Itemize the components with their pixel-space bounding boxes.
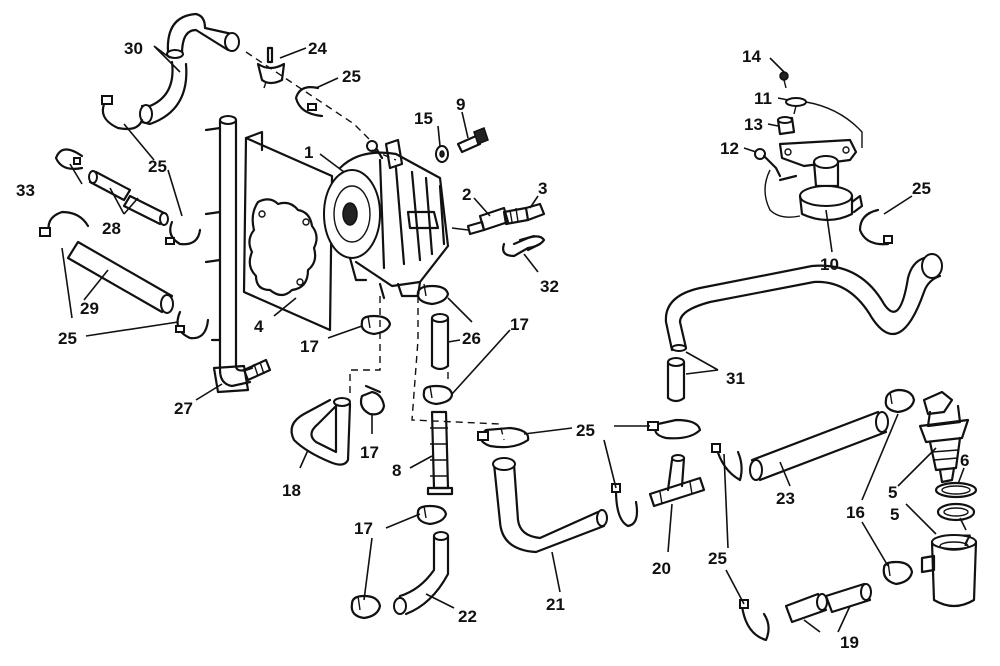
callout-28: 28 xyxy=(102,219,121,238)
callout-19: 19 xyxy=(840,633,859,652)
callout-8: 8 xyxy=(392,461,401,480)
part-5-filter-bowl xyxy=(920,534,978,608)
part-30-molded-hose xyxy=(139,12,240,126)
callout-25-mid: 25 xyxy=(576,421,595,440)
part-24-fitting xyxy=(256,46,286,89)
callout-30: 30 xyxy=(124,39,143,58)
part-25-clip-left-d xyxy=(175,310,210,340)
callout-17-d: 17 xyxy=(354,519,373,538)
callout-11: 11 xyxy=(754,89,772,108)
part-14-screw xyxy=(779,71,789,89)
part-25-clip-pump xyxy=(858,208,893,246)
callout-31: 31 xyxy=(726,369,745,388)
callout-13: 13 xyxy=(744,115,763,134)
part-26-hose xyxy=(430,313,450,371)
part-22-hose xyxy=(393,531,450,616)
callout-3: 3 xyxy=(538,179,547,198)
callout-2: 2 xyxy=(462,185,471,204)
part-20-tee xyxy=(648,454,706,508)
part-17-clamp-c xyxy=(422,384,454,406)
callout-17-a: 17 xyxy=(300,337,319,356)
part-17-clamp-e xyxy=(416,504,448,526)
callout-25-top: 25 xyxy=(342,67,361,86)
callout-26: 26 xyxy=(462,329,481,348)
callout-7: 7 xyxy=(962,531,971,550)
callout-27: 27 xyxy=(174,399,193,418)
callout-22: 22 xyxy=(458,607,477,626)
callout-5-upper: 5 xyxy=(888,483,897,502)
callout-25-left-lower: 25 xyxy=(58,329,77,348)
callout-16: 16 xyxy=(846,503,865,522)
part-18-hose xyxy=(290,397,352,466)
callout-5-lower: 5 xyxy=(890,505,899,524)
part-19-hose-pieces xyxy=(784,582,872,624)
part-16-clamp-a xyxy=(884,388,916,414)
callout-29: 29 xyxy=(80,299,99,318)
part-25-clip-right-a xyxy=(711,443,743,482)
part-25-clip-left-c xyxy=(39,210,90,238)
part-27-tube xyxy=(204,115,272,394)
part-16-clamp-b xyxy=(882,560,914,586)
part-21-hose xyxy=(492,457,608,554)
part-11-lead xyxy=(785,97,863,148)
part-25-clip-mid-c xyxy=(611,483,639,528)
part-5-filter-element xyxy=(918,390,970,484)
part-17-clamp-b xyxy=(360,314,392,336)
alignment-lines xyxy=(245,51,505,441)
part-29-hose xyxy=(66,240,174,314)
callout-6: 6 xyxy=(960,451,969,470)
callout-10: 10 xyxy=(820,255,839,274)
leader-lines xyxy=(61,45,967,633)
callout-15: 15 xyxy=(414,109,433,128)
callout-1: 1 xyxy=(304,143,313,162)
part-12-ground-lead xyxy=(754,148,801,218)
callout-17-c: 17 xyxy=(360,443,379,462)
callout-labels: 1 2 3 4 5 5 6 7 8 9 10 11 12 13 14 15 16… xyxy=(16,39,971,652)
callout-25-right: 25 xyxy=(708,549,727,568)
callout-9: 9 xyxy=(456,95,465,114)
part-4-gasket-plate xyxy=(242,130,334,332)
part-25-clip-right-b xyxy=(739,599,770,642)
part-23-hose xyxy=(749,410,889,482)
part-1-pump-body xyxy=(323,138,450,300)
part-15-washer xyxy=(435,145,449,163)
part-17-clamp-a xyxy=(416,283,450,306)
part-13-grommet xyxy=(776,116,796,136)
part-25-clip-mid-b xyxy=(647,418,702,440)
part-25-clip-top xyxy=(294,86,324,118)
part-33-clip xyxy=(54,148,84,170)
part-25-clip-mid-a xyxy=(477,426,530,449)
part-2-sensor xyxy=(451,206,510,236)
callout-25-left-upper: 25 xyxy=(148,157,167,176)
callout-12: 12 xyxy=(720,139,739,158)
callout-32: 32 xyxy=(540,277,559,296)
part-32-clip xyxy=(502,234,546,258)
part-7-o-ring xyxy=(936,502,976,522)
callout-14: 14 xyxy=(742,47,761,66)
part-10-electric-pump xyxy=(778,138,864,222)
callout-25-pump: 25 xyxy=(912,179,931,198)
callout-24: 24 xyxy=(308,39,327,58)
part-6-o-ring xyxy=(934,481,978,499)
callout-20: 20 xyxy=(652,559,671,578)
callout-21: 21 xyxy=(546,595,565,614)
callout-4: 4 xyxy=(254,317,264,336)
callout-23: 23 xyxy=(776,489,795,508)
callout-18: 18 xyxy=(282,481,301,500)
part-8-connector xyxy=(426,410,454,496)
part-3-connector xyxy=(502,202,546,226)
part-17-clamp-f xyxy=(350,594,382,620)
part-25-clip-left-b xyxy=(165,220,202,246)
part-28-hose-pieces xyxy=(88,170,169,226)
callout-17-b: 17 xyxy=(510,315,529,334)
part-9-screw xyxy=(456,127,489,154)
part-25-clip-left-a xyxy=(101,95,144,131)
part-17-clamp-d xyxy=(359,384,386,416)
callout-33: 33 xyxy=(16,181,35,200)
part-31-hose xyxy=(664,253,943,403)
